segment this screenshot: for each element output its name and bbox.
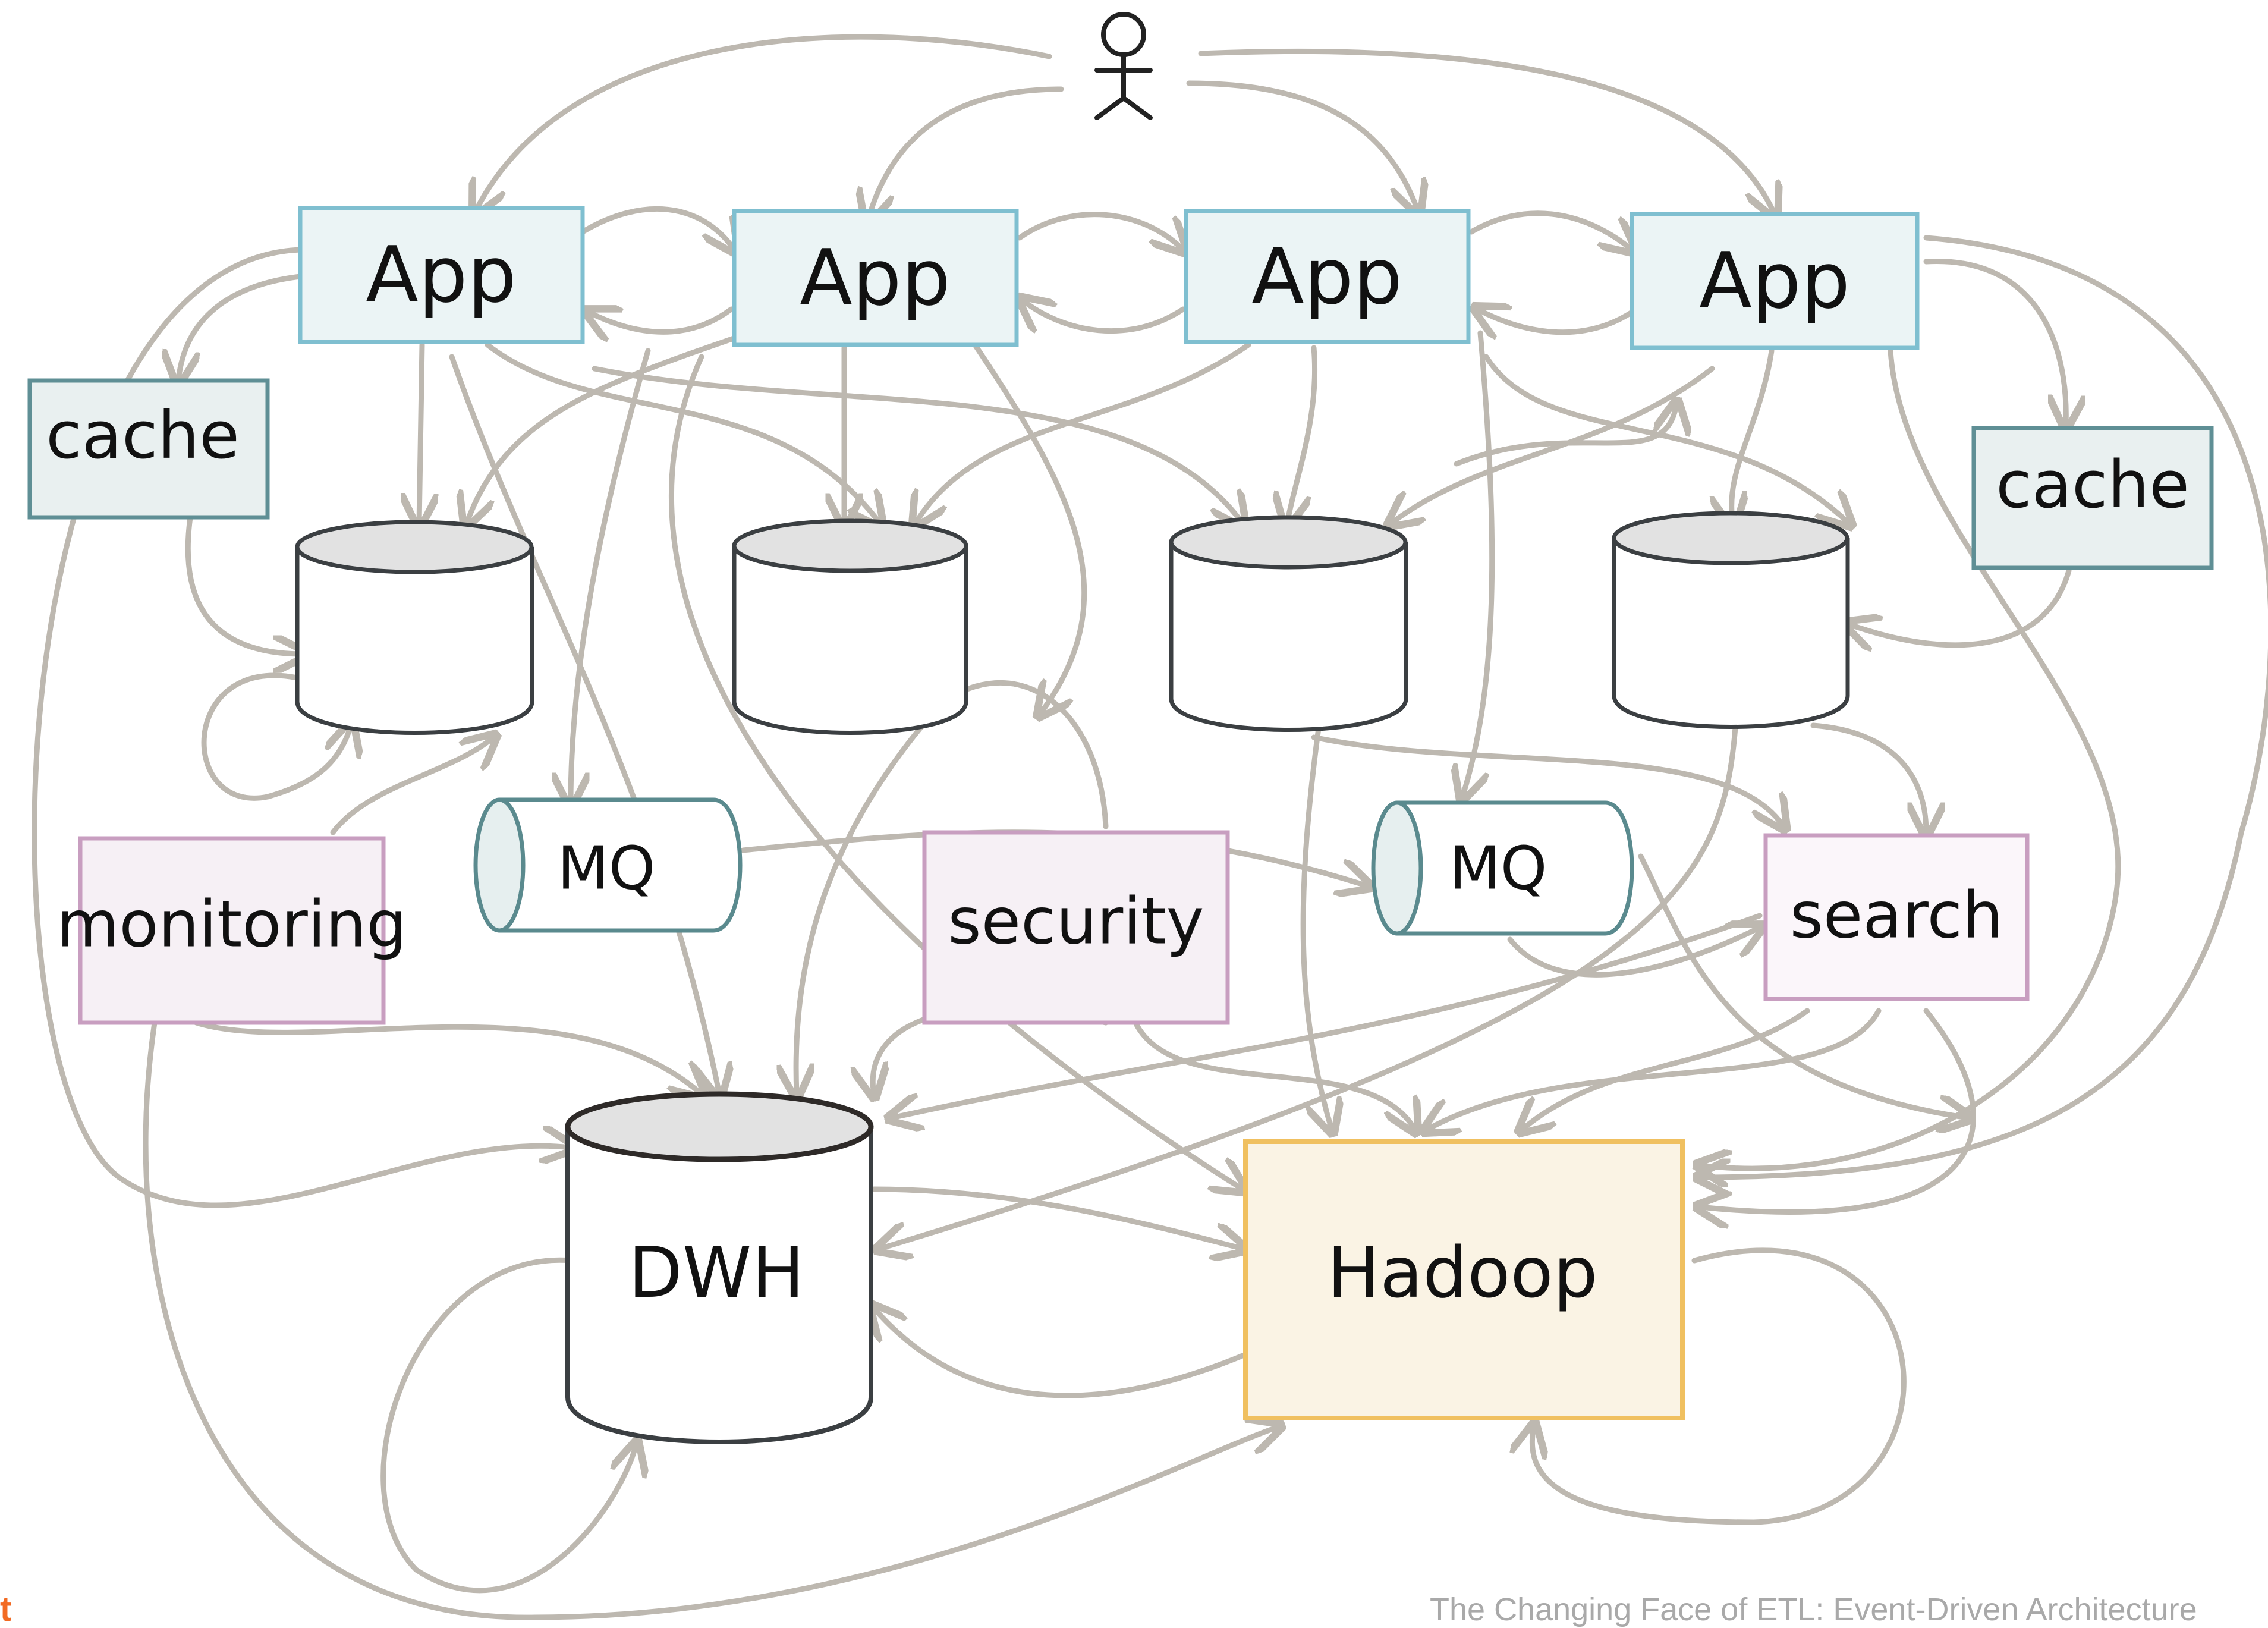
connector [467,330,752,523]
connector [868,86,1064,220]
connector [1532,1247,1907,1525]
connector [1483,354,1849,523]
hadoop-label: Hadoop [1327,1231,1597,1313]
connector [1732,348,1775,523]
app-label: App [366,230,517,320]
connector [1810,722,1926,832]
connector [1700,348,2121,1168]
database-cylinder-1 [295,520,534,735]
connector [796,716,930,1094]
connector [485,342,880,523]
connector [871,1186,1242,1249]
connector [1311,734,1783,826]
connector [1849,568,2072,645]
connector [592,366,1242,523]
cache-label: cache [46,397,240,473]
stick-figure-user-icon [1094,12,1153,120]
connector-lines [32,34,2268,1620]
message-queue-node-1: MQ [473,797,743,933]
cache-node-left: cache [27,378,270,520]
cache-node-right: cache [1971,426,2214,570]
connector [419,342,422,523]
connector [580,206,734,250]
connector [1468,210,1632,250]
connector [201,672,351,801]
mq-label: MQ [1449,834,1547,903]
connector [1287,345,1318,523]
connector [880,716,1739,1249]
database-cylinder-4 [1612,511,1850,729]
connector [1017,212,1183,250]
search-node: search [1763,833,2030,1001]
connector [185,514,303,654]
connector [1462,330,1495,797]
security-label: security [948,885,1204,959]
connector [380,1257,636,1594]
connector [143,1020,1278,1620]
app-label: App [1251,231,1402,322]
connector [1454,404,1676,467]
connector [1700,235,2268,1177]
app-label: App [1699,235,1850,326]
brand-logo-mark: t [0,1591,12,1628]
connector [1427,1008,1882,1130]
connector [1923,259,2066,425]
connector [1023,300,1186,334]
monitoring-label: monitoring [56,888,407,962]
connector [1477,309,1635,332]
connector [571,348,651,803]
connector [669,354,1242,1189]
connector [1507,928,1760,978]
app-node-1: App [298,206,585,344]
database-cylinder-2 [732,518,968,735]
message-queue-node-2: MQ [1371,800,1634,936]
connector [589,309,734,332]
app-node-4: App [1630,212,1920,350]
database-cylinder-3 [1169,515,1408,732]
connector [1638,853,1968,1118]
connector [1300,716,1332,1130]
app-node-3: App [1184,209,1471,344]
connector [449,354,719,1094]
security-node: security [922,830,1230,1025]
data-warehouse-node: DWH [565,1091,874,1444]
app-node-2: App [732,209,1019,347]
connector [1198,48,1775,214]
connector [916,342,1251,523]
search-label: search [1790,879,2003,953]
connector [330,737,493,835]
connector [1186,80,1418,211]
connector [193,1020,702,1094]
hadoop-node: Hadoop [1243,1139,1685,1420]
connector [476,34,1052,211]
dwh-label: DWH [628,1231,804,1313]
monitoring-node: monitoring [56,836,407,1025]
mq-label: MQ [558,834,656,903]
app-label: App [800,232,951,323]
connector [874,1308,1245,1398]
connector [1133,1020,1415,1130]
connector [1522,1008,1810,1130]
connector [972,342,1087,714]
cache-label: cache [1996,447,2190,523]
connector [1700,1008,1976,1212]
connector [178,274,303,381]
slide-footer-caption: The Changing Face of ETL: Event-Driven A… [1430,1592,2197,1627]
